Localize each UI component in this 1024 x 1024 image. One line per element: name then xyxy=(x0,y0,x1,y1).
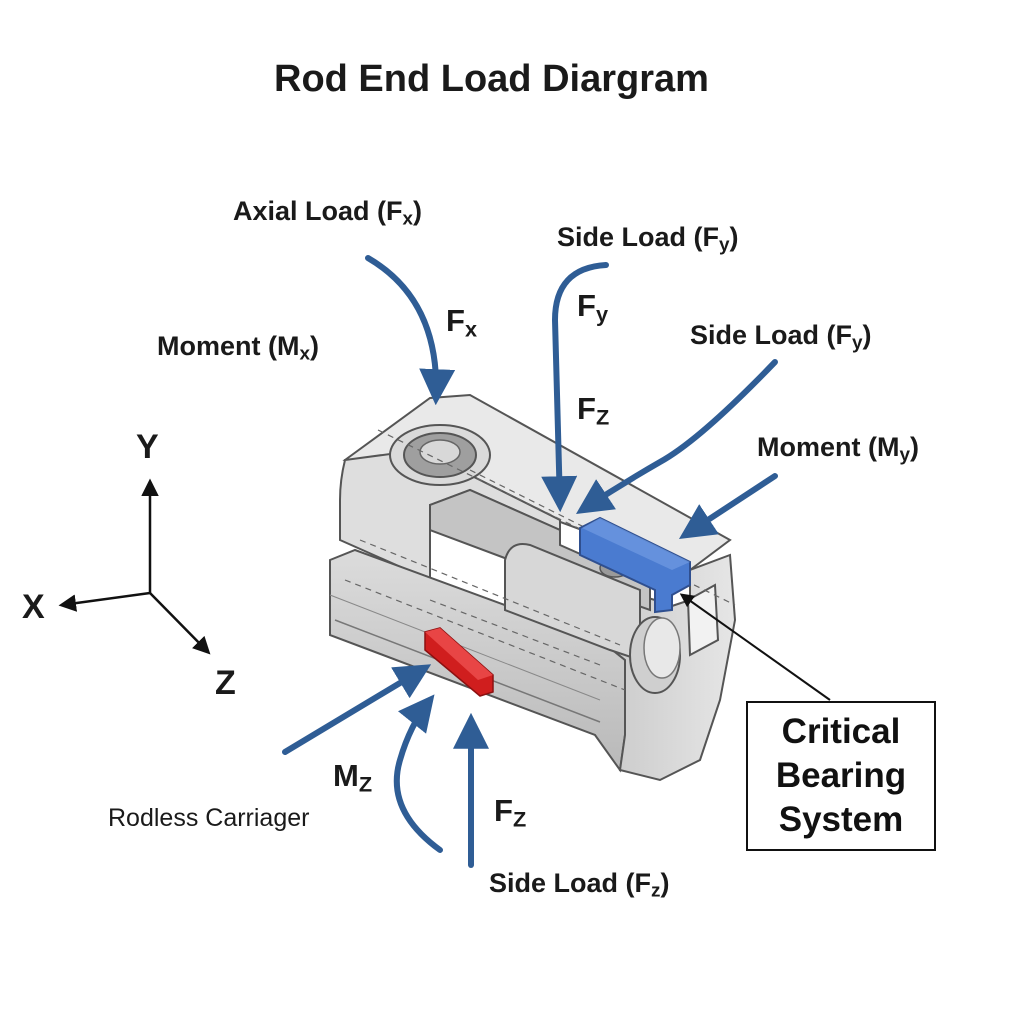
side-load-z-label: Side Load (Fz) xyxy=(489,868,670,902)
axis-triad-icon xyxy=(58,478,211,655)
callout-leader xyxy=(679,593,831,701)
side-load-y-label: Side Load (Fy) xyxy=(557,222,739,256)
moment-my-arrow xyxy=(678,473,778,539)
mz-symbol: MZ xyxy=(333,758,373,797)
diagram-title: Rod End Load Diargram xyxy=(274,58,709,100)
carriage-body-illustration xyxy=(329,393,737,782)
axis-x-label: X xyxy=(22,588,45,626)
axial-load-arrow xyxy=(365,255,456,406)
rodless-carriage-label: Rodless Carriager xyxy=(108,804,310,832)
carriage-front-slot xyxy=(686,583,720,657)
mz-sweep-arrow xyxy=(282,664,432,755)
callout-line-3: System xyxy=(778,800,904,839)
moment-my-label: Moment (My) xyxy=(757,432,919,466)
side-load-y2-arrow xyxy=(575,359,778,514)
axis-y-label: Y xyxy=(136,428,159,466)
callout-line-2: Bearing xyxy=(775,756,907,795)
fy-symbol: Fy xyxy=(577,288,608,327)
fz-top-symbol: FZ xyxy=(577,391,610,430)
axis-z-label: Z xyxy=(215,664,236,702)
axial-load-label: Axial Load (Fx) xyxy=(233,196,423,230)
mz-curl-arrow xyxy=(393,694,443,853)
carriage-front-block xyxy=(504,543,641,662)
moment-mx-label: Moment (Mx) xyxy=(157,331,319,365)
critical-bearing-callout: Critical Bearing System xyxy=(746,701,936,851)
side-load-y2-label: Side Load (Fy) xyxy=(690,320,872,354)
callout-line-1: Critical xyxy=(781,712,901,751)
fz-bottom-symbol: FZ xyxy=(494,793,527,832)
fx-symbol: Fx xyxy=(446,303,477,342)
side-load-y-arrow xyxy=(541,262,609,513)
